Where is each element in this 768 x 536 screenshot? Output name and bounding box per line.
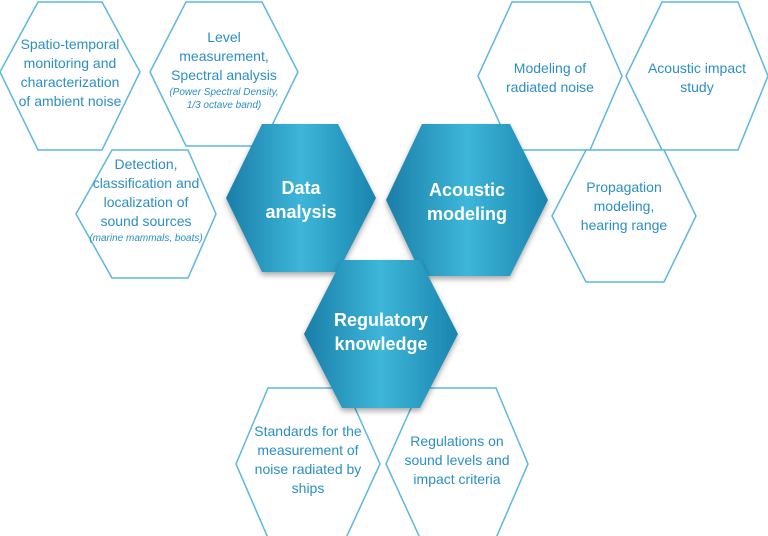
level-measurement-note: (Power Spectral Density, 1/3 octave band… <box>169 87 279 111</box>
acoustic-impact-label: Acoustic impact study <box>647 60 747 95</box>
modeling-radiated-label: Modeling of radiated noise <box>506 60 594 95</box>
acoustic-modeling-label: Acoustic modeling <box>427 180 507 224</box>
detection-label: Detection, classification and localizati… <box>89 156 203 244</box>
hex-detection <box>75 149 217 279</box>
spatio-temporal-label: Spatio-temporal monitoring and character… <box>18 36 122 109</box>
hex-regulations <box>385 387 529 536</box>
hex-acoustic-modeling <box>386 124 548 276</box>
detection-note: (marine mammals, boats) <box>89 233 203 244</box>
standards-label: Standards for the measurement of noise r… <box>254 423 362 496</box>
hex-regulatory-knowledge <box>304 260 458 408</box>
hex-acoustic-impact <box>625 1 768 151</box>
hex-data-analysis <box>226 124 376 272</box>
propagation-label: Propagation modeling, hearing range <box>580 178 668 233</box>
regulatory-knowledge-label: Regulatory knowledge <box>333 310 429 354</box>
regulations-label: Regulations on sound levels and impact c… <box>404 432 510 487</box>
level-measurement-label: Level measurement, Spectral analysis (Po… <box>169 29 279 111</box>
data-analysis-label: Data analysis <box>265 178 337 222</box>
hex-propagation <box>551 149 697 283</box>
hex-spatio-temporal <box>0 1 141 151</box>
